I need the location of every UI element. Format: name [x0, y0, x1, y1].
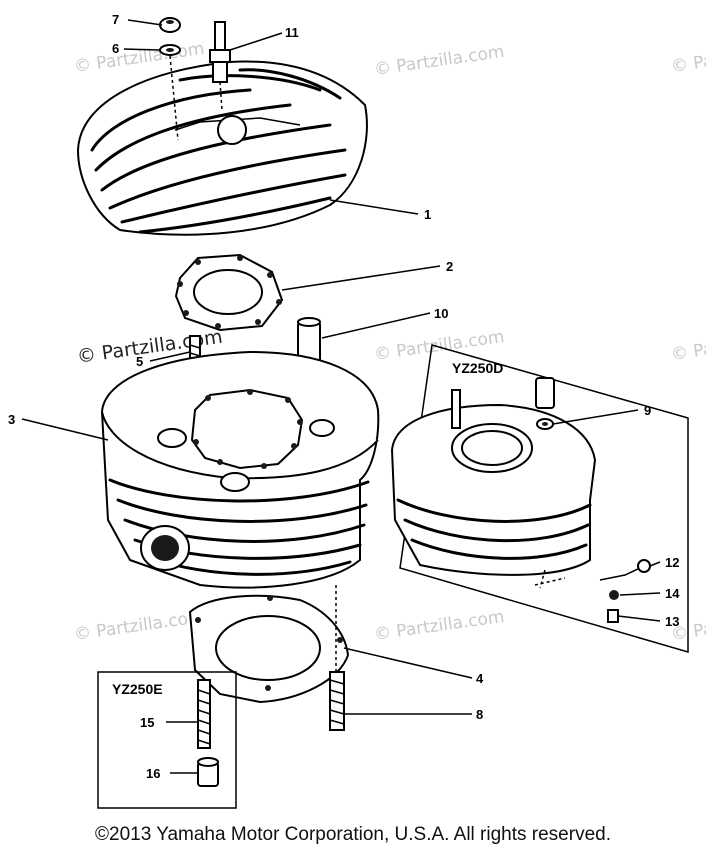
watermark: © Partzilla.com	[670, 327, 706, 365]
callout-13: 13	[665, 614, 679, 629]
inset-label-yz250e: YZ250E	[112, 681, 163, 697]
callout-1: 1	[424, 207, 431, 222]
inset-label-yz250d: YZ250D	[452, 360, 503, 376]
callout-16: 16	[146, 766, 160, 781]
callout-7: 7	[112, 12, 119, 27]
callout-15: 15	[140, 715, 154, 730]
callout-12: 12	[665, 555, 679, 570]
callout-8: 8	[476, 707, 483, 722]
copyright-notice: ©2013 Yamaha Motor Corporation, U.S.A. A…	[95, 824, 611, 845]
watermark: © Partzilla.com	[670, 39, 706, 77]
base-gasket	[188, 594, 350, 704]
inset-yz250e: YZ250E	[97, 671, 237, 809]
callout-3: 3	[8, 412, 15, 427]
inset-yz250d: YZ250D	[390, 344, 689, 653]
watermark: © Partzilla.com	[373, 607, 506, 645]
callout-numbers: 7 6 11 1 2 10 5 3 9 12 14 13 4 8 15 16	[8, 12, 680, 781]
callout-2: 2	[446, 259, 453, 274]
cylinder-head	[76, 60, 368, 236]
callout-4: 4	[476, 671, 484, 686]
head-gasket	[174, 253, 284, 332]
callout-11: 11	[285, 25, 299, 40]
callout-5: 5	[136, 354, 143, 369]
callout-6: 6	[112, 41, 119, 56]
spark-plug	[209, 21, 231, 111]
callout-14: 14	[665, 586, 680, 601]
callout-9: 9	[644, 403, 651, 418]
callout-10: 10	[434, 306, 448, 321]
leader-lines	[21, 19, 661, 774]
watermark: © Partzilla.com	[373, 42, 506, 80]
cylinder	[100, 350, 380, 589]
stud-8	[329, 585, 345, 731]
watermark: © Partzilla.com	[73, 607, 206, 645]
